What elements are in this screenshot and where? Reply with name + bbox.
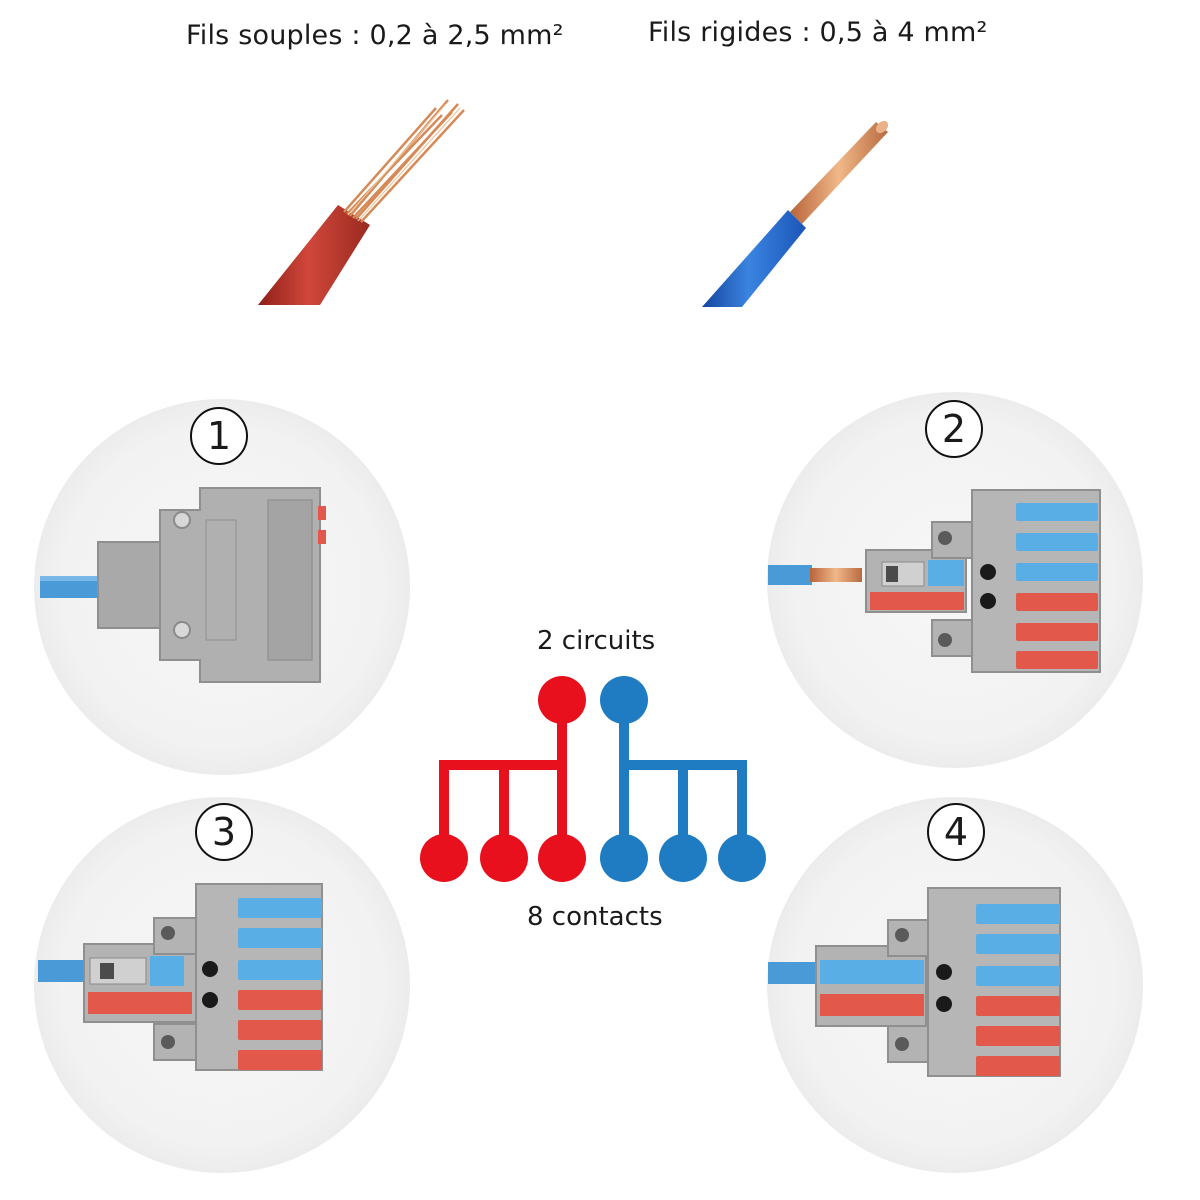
circuits-label: 2 circuits	[537, 626, 656, 656]
step-badge-1: 1	[190, 407, 248, 465]
blue-circuit-input-node	[600, 676, 648, 724]
step-badge-3: 3	[195, 803, 253, 861]
red-circuit-input-node	[538, 676, 586, 724]
red-flexible-wire	[258, 99, 465, 305]
connector-side-view	[40, 487, 326, 683]
blue-contact-node	[600, 834, 648, 882]
blue-contact-node	[718, 834, 766, 882]
red-contact-node	[538, 834, 586, 882]
red-contact-node	[420, 834, 468, 882]
blue-contact-node	[659, 834, 707, 882]
blue-rigid-wire	[702, 120, 889, 307]
connector-top-view-insert	[768, 489, 1101, 673]
step-badge-4: 4	[927, 803, 985, 861]
flexible-wire-caption: Fils souples : 0,2 à 2,5 mm²	[186, 20, 564, 51]
contacts-label: 8 contacts	[527, 902, 663, 932]
step-badge-2: 2	[925, 400, 983, 458]
connector-top-view-closed	[768, 887, 1061, 1077]
connector-top-view-inserted	[38, 883, 323, 1071]
red-contact-node	[480, 834, 528, 882]
rigid-wire-caption: Fils rigides : 0,5 à 4 mm²	[648, 17, 988, 48]
